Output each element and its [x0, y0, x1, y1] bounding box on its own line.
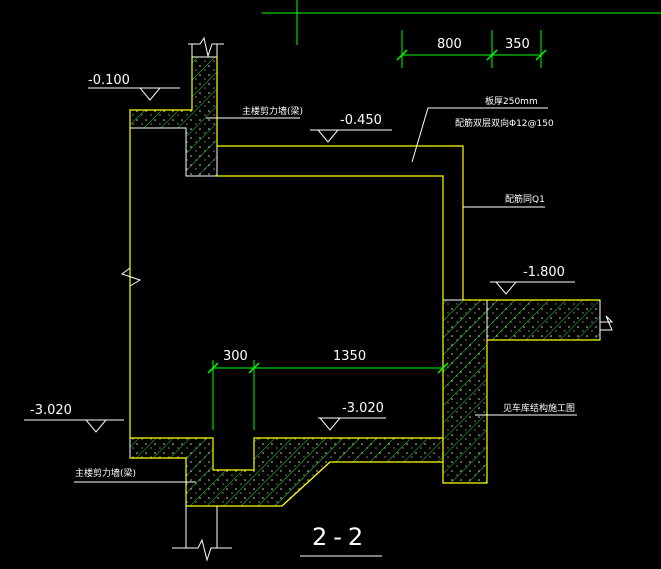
note-garage: 见车库结构施工图 — [475, 402, 577, 416]
note-wall-q1: 配筋同Q1 — [463, 193, 545, 208]
elevation-label-bottom-left: -3.020 — [30, 403, 72, 418]
note-main-wall-bottom-text: 主楼剪力墙(梁) — [75, 467, 136, 479]
note-main-wall-top-text: 主楼剪力墙(梁) — [242, 105, 303, 117]
elevation-label-top-left: -0.100 — [88, 73, 130, 88]
dimension-1350: 1350 — [333, 349, 366, 364]
elevation-label-slab: -0.450 — [340, 113, 382, 128]
elevation-slab: -0.450 — [310, 113, 392, 143]
elevation-label-right: -1.800 — [523, 265, 565, 280]
dimension-350: 350 — [505, 37, 530, 52]
top-grid-lines — [262, 0, 661, 45]
break-lines — [120, 36, 614, 562]
garage-wall-hatch — [442, 299, 601, 484]
note-main-wall-top: 主楼剪力墙(梁) — [206, 105, 303, 119]
elevation-right: -1.800 — [490, 265, 575, 295]
note-main-wall-bottom: 主楼剪力墙(梁) — [74, 467, 196, 483]
note-slab-line2: 配筋双层双向Φ12@150 — [455, 117, 554, 129]
elevation-label-bottom-inner: -3.020 — [342, 401, 384, 416]
note-wall-q1-text: 配筋同Q1 — [505, 193, 545, 205]
note-garage-text: 见车库结构施工图 — [503, 402, 575, 414]
note-slab-line1: 板厚250mm — [485, 95, 538, 107]
elevation-top-left: -0.100 — [88, 73, 180, 101]
structure-outline — [129, 57, 600, 507]
elevation-bottom-left: -3.020 — [24, 403, 124, 433]
middle-dimension: 300 1350 — [207, 349, 449, 430]
dimension-800: 800 — [437, 37, 462, 52]
top-dimension: 800 350 — [396, 30, 547, 68]
section-title: 2-2 — [300, 523, 382, 557]
section-title-text: 2-2 — [312, 523, 369, 551]
elevation-bottom-inner: -3.020 — [318, 401, 386, 431]
note-slab: 板厚250mm 配筋双层双向Φ12@150 — [411, 95, 554, 163]
main-wall-top-hatch — [129, 56, 218, 177]
bottom-raft-hatch — [129, 437, 444, 507]
dimension-300: 300 — [223, 349, 248, 364]
